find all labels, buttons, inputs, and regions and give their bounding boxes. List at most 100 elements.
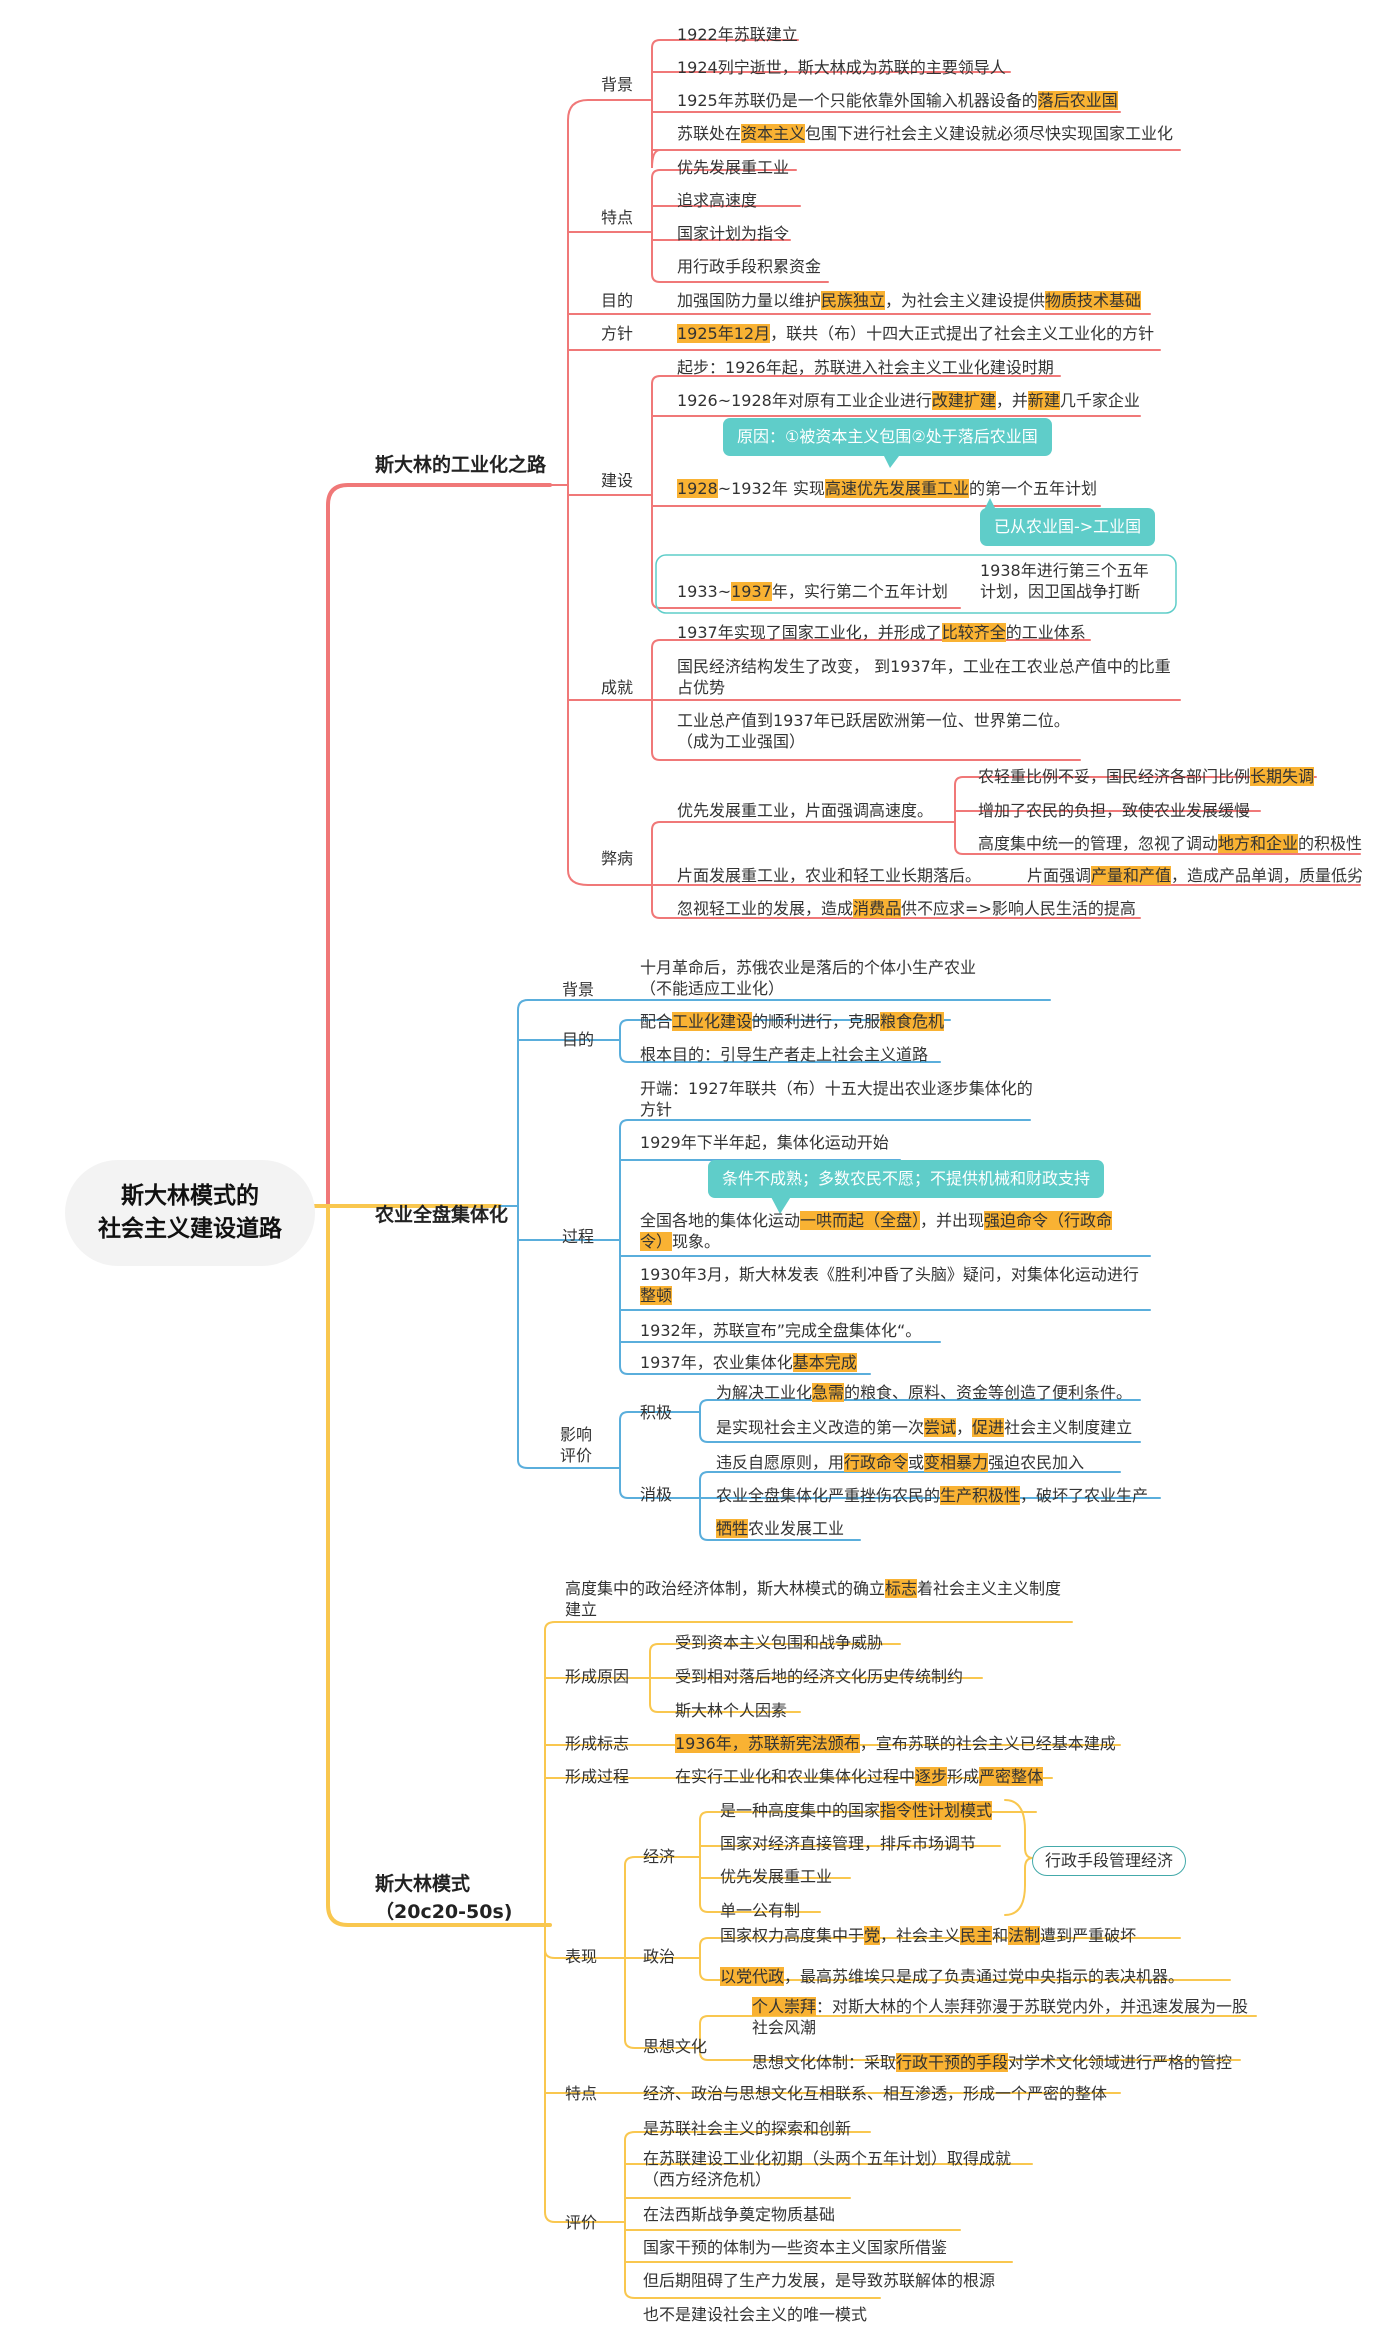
s1-js-i3-hl2: 高速优先发展重工业 <box>824 479 969 498</box>
s3-bx-sx-i1-text: ：对斯大林的个人崇拜弥漫于苏联党内外，并迅速发展为一股社会风潮 <box>752 1997 1249 2037</box>
s1-title[interactable]: 斯大林的工业化之路 <box>375 454 547 476</box>
s1-fz-label[interactable]: 方针 <box>601 324 634 343</box>
s1-md-text: 加强国防力量以维护 <box>677 291 822 310</box>
s1-bb-i3-hl: 消费品 <box>853 899 902 918</box>
s3-top-text: 高度集中的政治经济体制，斯大林模式的确立 <box>565 1579 886 1598</box>
s1-bg-i4-hl: 资本主义 <box>741 124 806 143</box>
s2-yx-jj-i2-hl2: 促进 <box>972 1418 1005 1437</box>
s2-bg-label[interactable]: 背景 <box>562 980 595 999</box>
s2-yx-xj-i2: 农业全盘集体化严重挫伤农民的生产积极性，破坏了农业生产 <box>716 1485 1148 1506</box>
s3-td-label[interactable]: 特点 <box>565 2084 598 2103</box>
s1-js-callout-reason[interactable]: 原因：①被资本主义包围②处于落后农业国 <box>723 418 1052 456</box>
s3-xcgc-text: 在实行工业化和农业集体化过程中 <box>675 1767 916 1786</box>
s1-bb-i1-s3-text: 高度集中统一的管理，忽视了调动 <box>978 834 1219 853</box>
root-node[interactable]: 斯大林模式的社会主义建设道路 <box>65 1160 315 1266</box>
s1-js-i2-text3: 几千家企业 <box>1059 391 1140 410</box>
s3-bx-label[interactable]: 表现 <box>565 1947 598 1966</box>
s3-xcyy-i2: 受到相对落后地的经济文化历史传统制约 <box>675 1667 964 1686</box>
s1-fz-i1: 1925年12月，联共（布）十四大正式提出了社会主义工业化的方针 <box>677 323 1154 344</box>
s1-tz-i1: 优先发展重工业 <box>677 158 790 177</box>
s1-js-callout-result[interactable]: 已从农业国->工业国 <box>980 508 1156 546</box>
s1-bg-i2: 1924列宁逝世，斯大林成为苏联的主要领导人 <box>677 58 1006 77</box>
s1-bg-i3-hl: 落后农业国 <box>1037 91 1118 110</box>
s2-gc-i4-text: 1930年3月，斯大林发表《胜利冲昏了头脑》疑问，对集体化运动进行 <box>640 1265 1139 1284</box>
s1-tz-i2: 追求高速度 <box>677 191 758 210</box>
s1-bg-i4-text: 苏联处在 <box>677 124 742 143</box>
s2-md-i2: 根本目的：引导生产者走上社会主义道路 <box>640 1045 929 1064</box>
s2-md-i1-text: 配合 <box>640 1012 673 1031</box>
s3-bx-zz-label[interactable]: 政治 <box>643 1947 676 1966</box>
s2-yx-label[interactable]: 影响评价 <box>560 1425 593 1465</box>
s1-tz-label[interactable]: 特点 <box>601 208 634 227</box>
s3-xcyy-i1: 受到资本主义包围和战争威胁 <box>675 1633 884 1652</box>
s2-gc-i4: 1930年3月，斯大林发表《胜利冲昏了头脑》疑问，对集体化运动进行整顿 <box>640 1264 1150 1306</box>
s2-gc-label[interactable]: 过程 <box>562 1227 595 1246</box>
s1-md-hl1: 民族独立 <box>821 291 886 310</box>
s3-title[interactable]: 斯大林模式 <box>375 1873 471 1895</box>
s1-bb-label[interactable]: 弊病 <box>601 849 634 868</box>
s3-xcgc-label[interactable]: 形成过程 <box>565 1767 630 1786</box>
s1-js-i3-text: ~1932年 实现 <box>717 479 825 498</box>
s2-gc-i3-text2: ，并出现 <box>920 1211 985 1230</box>
s2-yx-xj-label[interactable]: 消极 <box>640 1485 673 1504</box>
s1-bb-i2: 片面发展重工业，农业和轻工业长期落后。 <box>677 866 982 885</box>
s2-yx-jj-label[interactable]: 积极 <box>640 1403 673 1422</box>
s1-bg-i4: 苏联处在资本主义包围下进行社会主义建设就必须尽快实现国家工业化 <box>677 123 1173 144</box>
root-line1: 斯大林模式的 <box>121 1183 259 1209</box>
s3-bx-jj-bubble[interactable]: 行政手段管理经济 <box>1032 1846 1187 1876</box>
s3-title-period: （20c20-50s) <box>375 1901 513 1923</box>
s3-pj-i5: 但后期阻碍了生产力发展，是导致苏联解体的根源 <box>643 2271 996 2290</box>
s1-md-i1: 加强国防力量以维护民族独立，为社会主义建设提供物质技术基础 <box>677 290 1142 311</box>
s1-js-label[interactable]: 建设 <box>601 471 634 490</box>
s1-bg-label[interactable]: 背景 <box>601 75 634 94</box>
s1-js-i3-text2: 的第一个五年计划 <box>968 479 1097 498</box>
s3-top: 高度集中的政治经济体制，斯大林模式的确立标志着社会主义主义制度建立 <box>565 1578 1075 1620</box>
s1-js-i3-hl1: 1928 <box>677 479 718 498</box>
s1-bb-i1-s1-hl: 长期失调 <box>1250 767 1315 786</box>
s3-bx-sx-i2-text: 思想文化体制：采取 <box>752 2053 897 2072</box>
s2-yx-jj-i1-hl: 急需 <box>812 1383 845 1402</box>
s1-js-i2-hl1: 改建扩建 <box>931 391 996 410</box>
s2-yx-jj-i2-text3: 社会主义制度建立 <box>1004 1418 1133 1437</box>
s1-fz-text: ，联共（布）十四大正式提出了社会主义工业化的方针 <box>770 324 1155 343</box>
s2-yx-jj-i2-text2: ， <box>956 1418 973 1437</box>
s2-gc-callout[interactable]: 条件不成熟；多数农民不愿；不提供机械和财政支持 <box>708 1160 1105 1198</box>
s3-bx-sx-i1: 个人崇拜：对斯大林的个人崇拜弥漫于苏联党内外，并迅速发展为一股社会风潮 <box>752 1996 1257 2038</box>
s1-md-label[interactable]: 目的 <box>601 291 634 310</box>
s3-bx-sx-i2-text2: 对学术文化领域进行严格的管控 <box>1008 2053 1233 2072</box>
s1-js-i2: 1926~1928年对原有工业企业进行改建扩建，并新建几千家企业 <box>677 390 1140 411</box>
s1-md-hl2: 物质技术基础 <box>1045 291 1142 310</box>
s3-pj-label[interactable]: 评价 <box>565 2213 598 2232</box>
s3-bx-sx-label[interactable]: 思想文化 <box>643 2037 708 2056</box>
s2-yx-xj-i2-hl: 生产积极性 <box>940 1486 1021 1505</box>
s3-top-text2: 着社会主义主义制度建立 <box>565 1579 1062 1619</box>
s1-bg-i3-text: 1925年苏联仍是一个只能依靠外国输入机器设备的 <box>677 91 1038 110</box>
s2-gc-i6-text: 1937年，农业集体化 <box>640 1353 793 1372</box>
s1-bg-i1: 1922年苏联建立 <box>677 25 798 44</box>
s3-bx-zz-i1-hl3: 法制 <box>1008 1926 1041 1945</box>
s3-bx-sx-i2-hl: 行政干预的手段 <box>896 2053 1009 2072</box>
s3-bx-jj-i4: 单一公有制 <box>720 1901 801 1920</box>
s2-md-label[interactable]: 目的 <box>562 1030 595 1049</box>
s2-title[interactable]: 农业全盘集体化 <box>375 1204 509 1226</box>
s3-xcbz-label[interactable]: 形成标志 <box>565 1734 630 1753</box>
s1-bb-i1: 优先发展重工业，片面强调高速度。 <box>677 801 934 820</box>
s3-bx-sx-i1-hl: 个人崇拜 <box>752 1997 817 2016</box>
s1-tz-i3: 国家计划为指令 <box>677 224 790 243</box>
s1-cj-i3: 工业总产值到1937年已跃居欧洲第一位、世界第二位。（成为工业强国） <box>677 711 1070 751</box>
s2-gc-i3: 全国各地的集体化运动一哄而起（全盘），并出现强迫命令（行政命令）现象。 <box>640 1210 1130 1252</box>
root-line2: 社会主义建设道路 <box>98 1216 282 1242</box>
s2-gc-i1: 开端：1927年联共（布）十五大提出农业逐步集体化的方针 <box>640 1079 1033 1119</box>
s1-cj-i1-text2: 的工业体系 <box>1005 623 1086 642</box>
s1-js-i2-hl2: 新建 <box>1027 391 1060 410</box>
s1-cj-label[interactable]: 成就 <box>601 678 634 697</box>
s3-pj-i1: 是苏联社会主义的探索和创新 <box>643 2119 852 2138</box>
s1-js-i3: 1928~1932年 实现高速优先发展重工业的第一个五年计划 <box>677 478 1097 499</box>
s1-bb-i3-text2: 供不应求=>影响人民生活的提高 <box>901 899 1136 918</box>
s2-yx-xj-i3-hl: 牺牲 <box>716 1519 749 1538</box>
s3-top-hl: 标志 <box>885 1579 918 1598</box>
s1-bb-i2-side-text2: ，造成产品单调，质量低劣 <box>1171 866 1364 885</box>
s3-xcyy-label[interactable]: 形成原因 <box>565 1667 630 1686</box>
s3-xcbz-text: ，宣布苏联的社会主义已经基本建成 <box>859 1734 1116 1753</box>
s3-bx-jj-label[interactable]: 经济 <box>643 1847 676 1866</box>
